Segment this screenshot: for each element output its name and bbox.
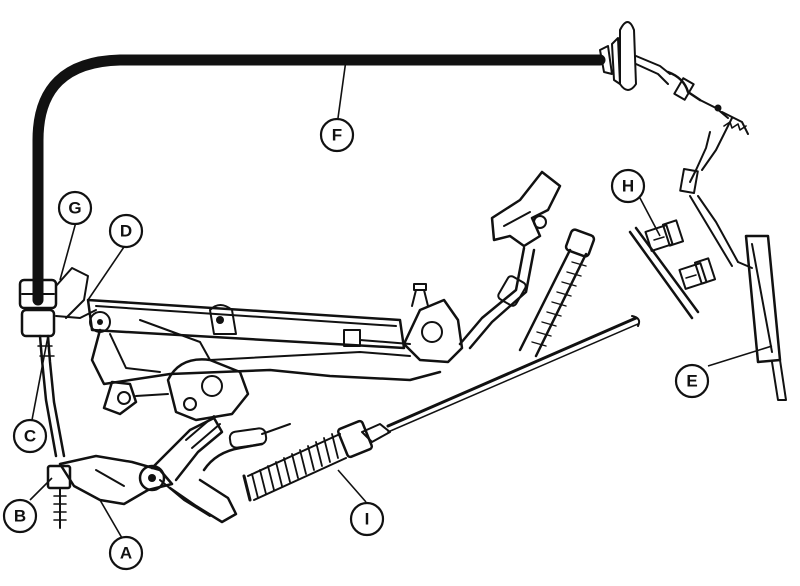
- callout-d: D: [108, 213, 144, 249]
- callout-f-label: F: [332, 126, 342, 145]
- callout-c-label: C: [24, 427, 36, 446]
- callout-a-label: A: [120, 544, 132, 563]
- callout-g-label: G: [68, 199, 81, 218]
- switch-bracket-h: [628, 219, 717, 320]
- main-frame: [86, 298, 442, 386]
- leader-lines: [29, 59, 773, 539]
- lower-arm-a: [46, 454, 174, 529]
- forked-lever: [150, 415, 291, 524]
- bell-crank: [102, 358, 250, 422]
- callout-f: F: [319, 117, 355, 153]
- pivot-assembly: [18, 267, 111, 458]
- cable-end-fitting: [599, 21, 749, 267]
- pedal-bracket-assembly: [402, 170, 596, 364]
- callout-e: E: [674, 363, 710, 399]
- callout-i-label: I: [365, 510, 370, 529]
- cable-f: [32, 54, 606, 306]
- callout-h: H: [610, 168, 646, 204]
- callout-h-label: H: [622, 177, 634, 196]
- callout-c: C: [12, 418, 48, 454]
- callout-g: G: [57, 190, 93, 226]
- pedal-e: [737, 234, 787, 401]
- callout-e-label: E: [686, 372, 697, 391]
- callout-d-label: D: [120, 222, 132, 241]
- spring-i: [242, 315, 641, 502]
- callout-i: I: [349, 501, 385, 537]
- callout-b: B: [2, 498, 38, 534]
- callout-b-label: B: [14, 507, 26, 526]
- callout-a: A: [108, 535, 144, 571]
